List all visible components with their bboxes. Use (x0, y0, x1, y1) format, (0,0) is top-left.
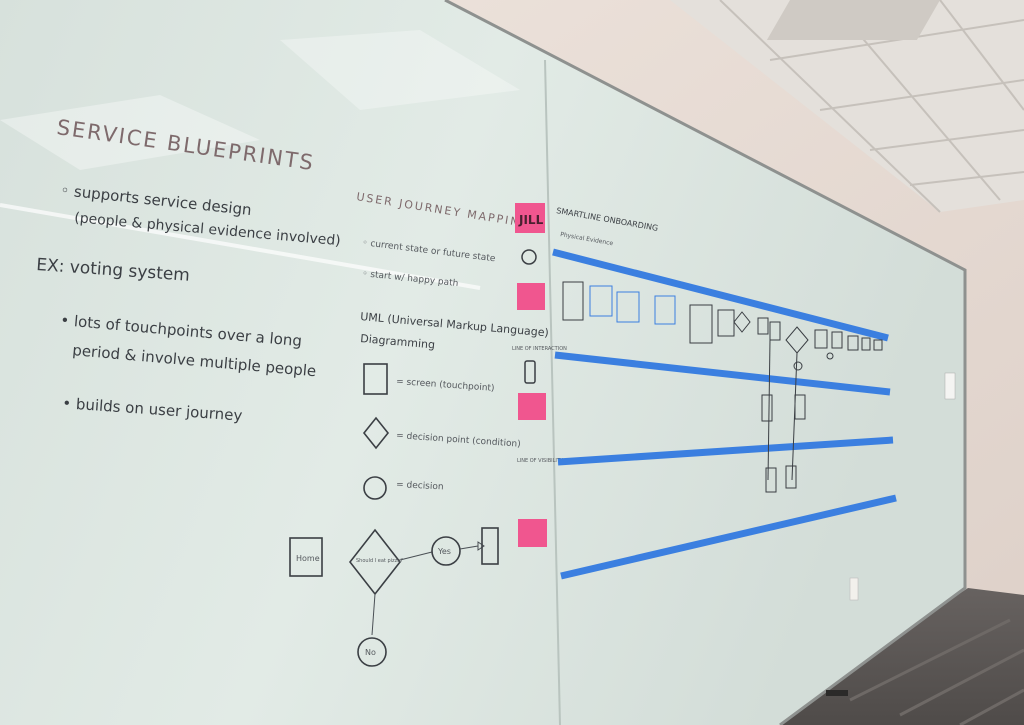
flow-screen-box (481, 527, 499, 565)
decision-circle-symbol (363, 476, 387, 500)
blueprint-flow (562, 281, 883, 493)
light-strip (0, 203, 481, 290)
tape-line-2 (554, 351, 891, 396)
flow-home-box (289, 537, 323, 577)
sticky-note-jill (515, 203, 545, 233)
tape-line-4 (560, 494, 897, 580)
sticky-note-2 (517, 283, 545, 310)
note-card (944, 372, 956, 400)
flow-yes-label: Yes (437, 547, 451, 556)
glass-seam (544, 59, 561, 725)
decision-point-diamond-symbol (362, 416, 390, 450)
persona-icon (521, 249, 537, 265)
ceiling-tiles (719, 0, 1024, 213)
legend-decision: = decision (396, 480, 444, 492)
swimlane-tag: LINE OF INTERACTION (512, 346, 567, 352)
marker-tray (826, 690, 848, 696)
board-frame (444, 0, 967, 725)
sticky-note-4 (518, 519, 547, 547)
sticky-notes: JILL LINE OF INTERACTION LINE OF VISIBIL… (512, 203, 567, 547)
flow-no-label: No (365, 648, 376, 657)
flow-yes-circle (431, 536, 461, 566)
sticky-jill-label: JILL (518, 213, 544, 227)
flow-home-label: Home (296, 554, 320, 563)
flow-question-label: Should I eat pizza? (356, 558, 403, 564)
light-reflection (280, 30, 520, 110)
light-reflection (0, 95, 260, 170)
phone-icon (524, 360, 536, 384)
whiteboard (0, 0, 965, 725)
flow-example: Home Should I eat pizza? Yes No (289, 527, 499, 667)
swimlane-tag: LINE OF VISIBILITY (517, 458, 564, 464)
flow-no-circle (357, 637, 387, 667)
wall-outlet (849, 577, 859, 601)
carpet-pattern (849, 618, 1024, 725)
tape-line-3 (557, 436, 894, 466)
tape-line-1 (552, 248, 889, 342)
ceiling-vent (766, 0, 940, 40)
sticky-note-3 (518, 393, 546, 420)
screen-square-symbol (363, 363, 388, 395)
